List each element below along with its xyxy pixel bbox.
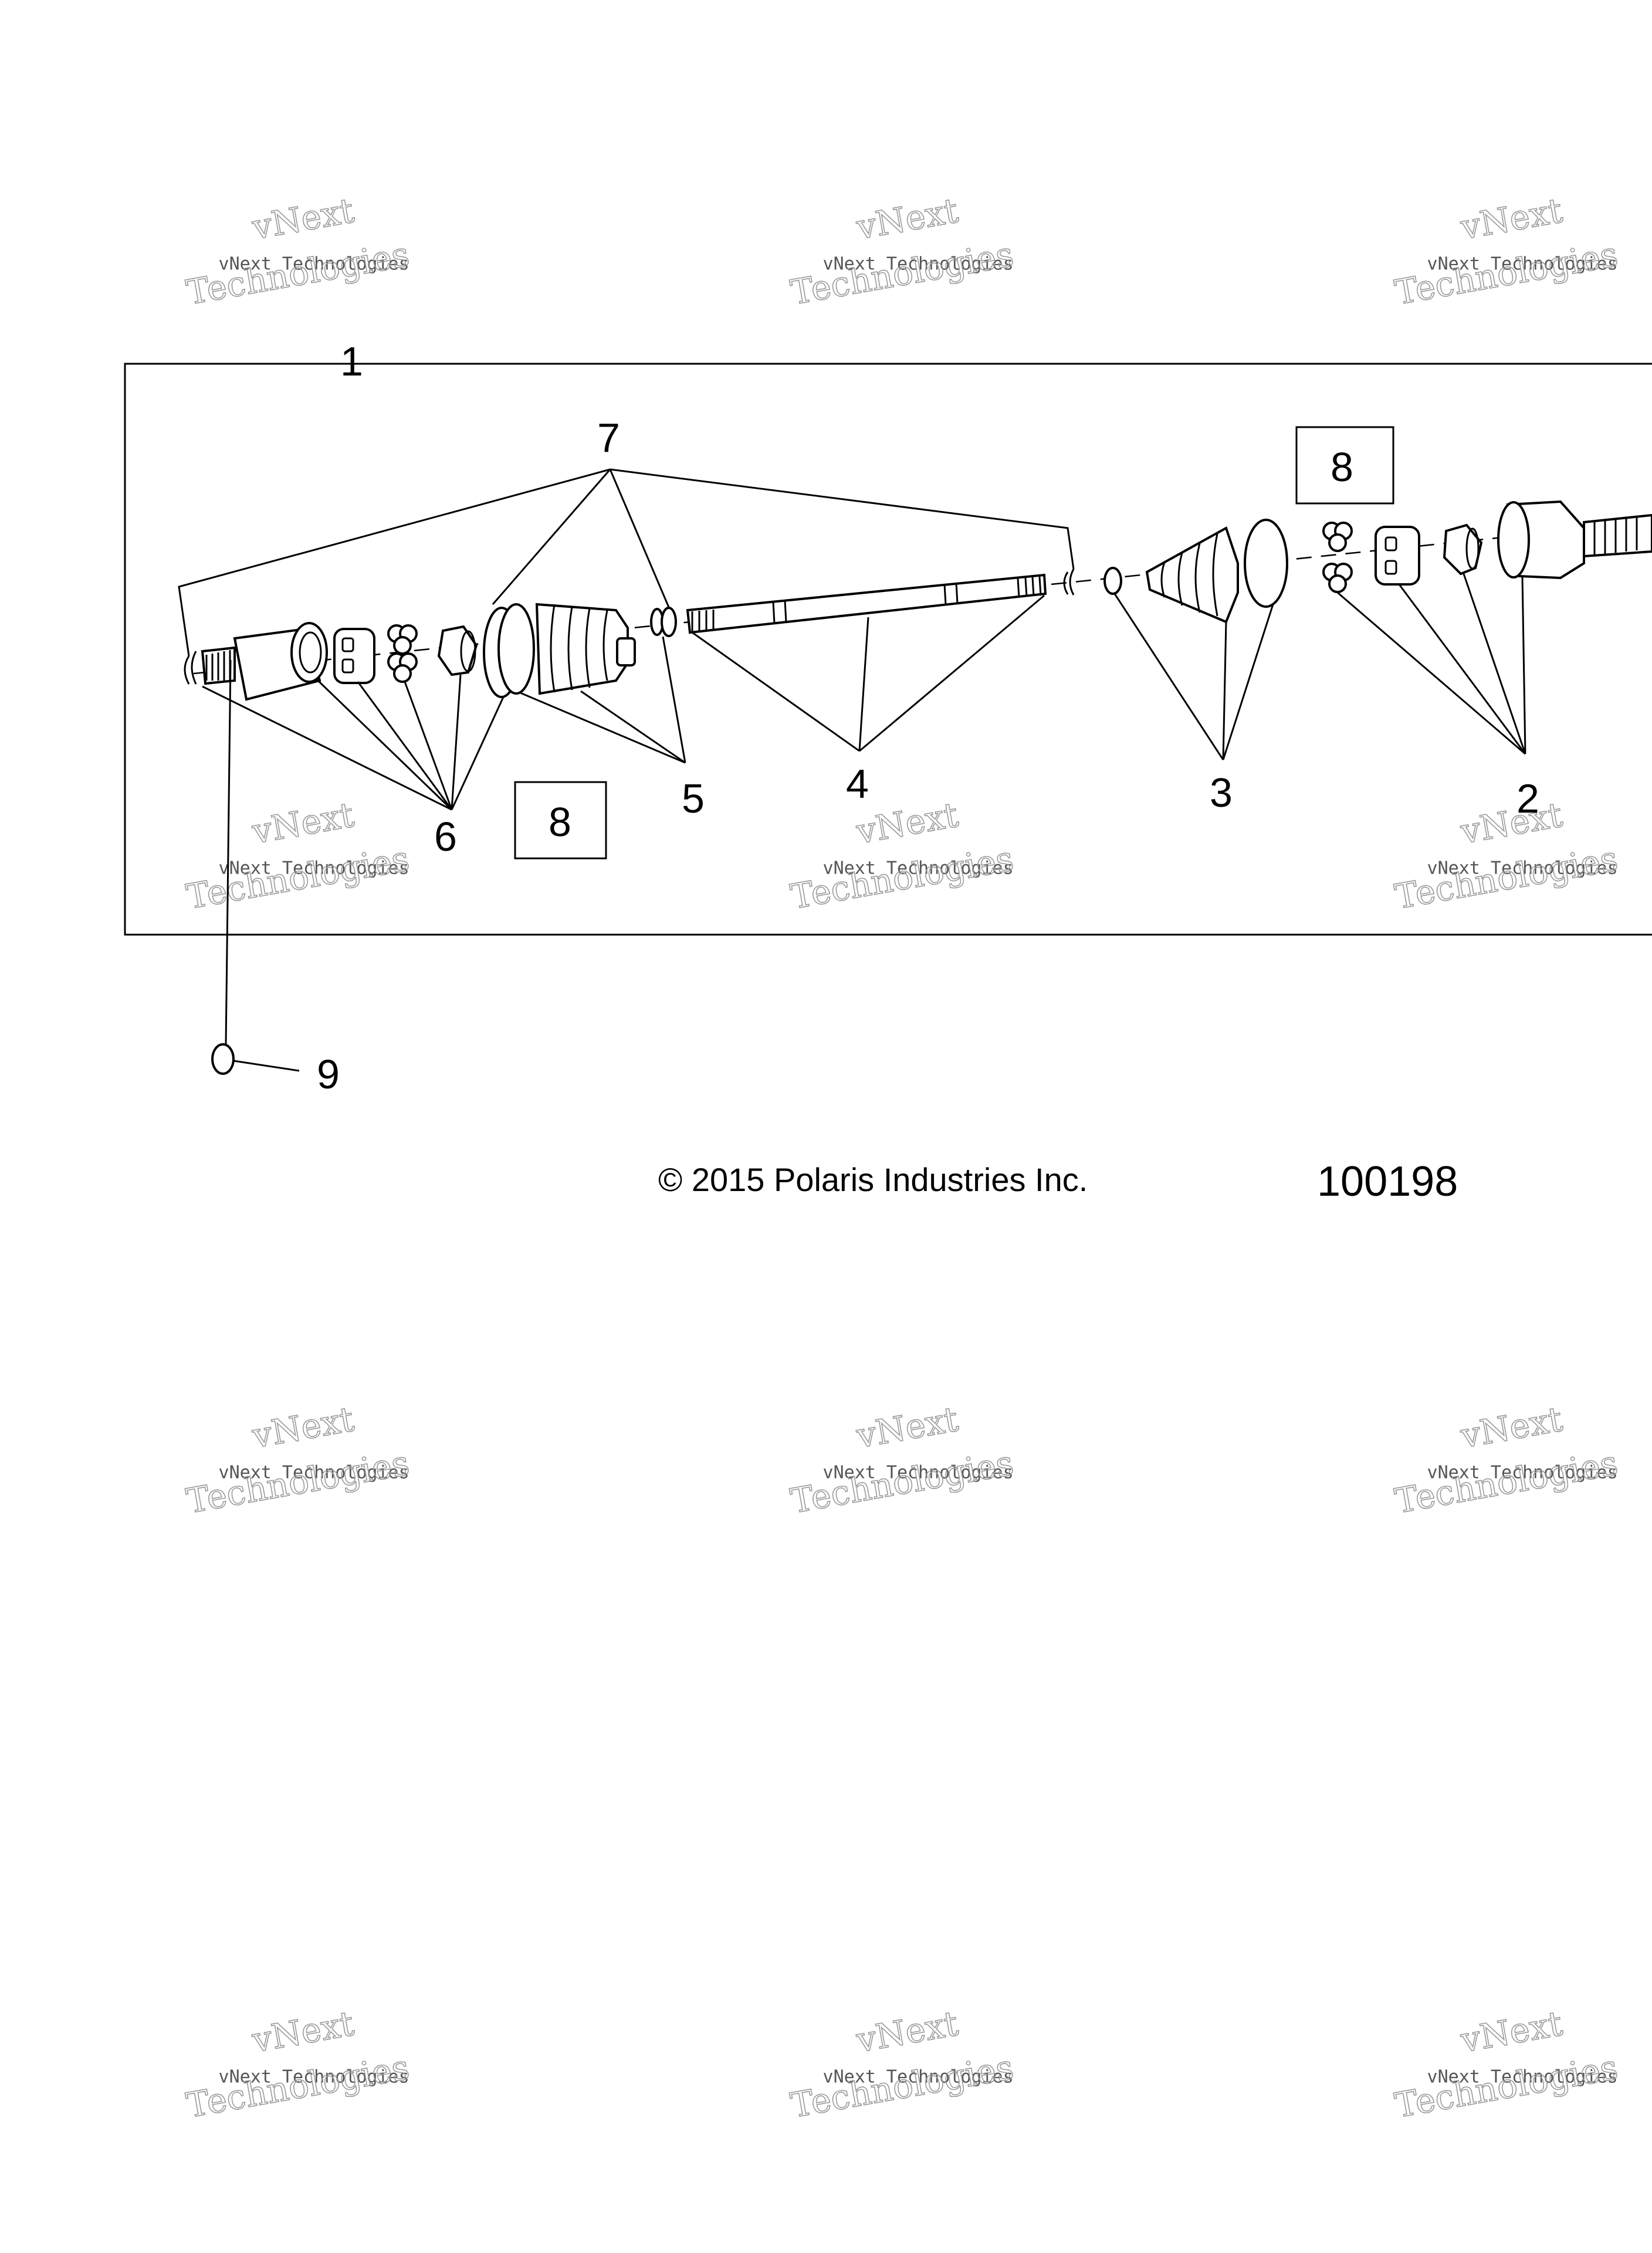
watermark-text-bottom: Technologies	[184, 234, 412, 313]
boot-clamp-inner-large-2	[497, 603, 535, 695]
bearing-balls-left	[387, 624, 418, 683]
watermark-text-middle: vNext Technologies	[1427, 1462, 1618, 1483]
callout-2: 2	[1516, 776, 1539, 821]
o-ring	[211, 1043, 235, 1075]
watermark-text-top: vNext	[853, 794, 961, 851]
callout-3: 3	[1210, 770, 1233, 816]
callout-1: 1	[340, 339, 363, 384]
assembly-frame	[124, 363, 1652, 936]
watermark-text-bottom: Technologies	[788, 838, 1017, 917]
watermark-text-top: vNext	[853, 2003, 961, 2060]
watermark-text-bottom: Technologies	[184, 838, 412, 917]
watermark-text-middle: vNext Technologies	[1427, 2066, 1618, 2087]
callout-5: 5	[682, 776, 705, 821]
circlip-right	[1063, 569, 1075, 596]
callout-9: 9	[317, 1051, 340, 1097]
watermark-text-middle: vNext Technologies	[219, 1462, 409, 1483]
callout-4: 4	[846, 761, 869, 807]
watermark-text-middle: vNext Technologies	[823, 858, 1014, 878]
watermark-text-middle: vNext Technologies	[219, 253, 409, 274]
figure-number: 100198	[1317, 1158, 1458, 1205]
watermark-text-middle: vNext Technologies	[823, 253, 1014, 274]
watermark-text-top: vNext	[249, 190, 357, 247]
watermark-text-middle: vNext Technologies	[219, 858, 409, 878]
watermark-text-top: vNext	[249, 1399, 357, 1456]
callout-8-bottom: 8	[549, 799, 571, 845]
axle-shaft	[686, 573, 1047, 634]
tripod-spider-left	[333, 628, 375, 684]
watermark-text-bottom: Technologies	[788, 234, 1017, 313]
watermark-text-middle: vNext Technologies	[1427, 253, 1618, 274]
boot-clamp-outer-small	[1103, 567, 1122, 595]
watermark-text-middle: vNext Technologies	[823, 2066, 1014, 2087]
bearing-balls-right	[1322, 522, 1353, 593]
watermark-text-top: vNext	[853, 190, 961, 247]
callout-7: 7	[597, 415, 620, 461]
watermark-text-top: vNext	[853, 1399, 961, 1456]
tripod-spider-right	[1375, 526, 1420, 586]
tripod-hub-right	[1443, 523, 1483, 576]
inner-cv-boot	[535, 603, 636, 695]
outer-cv-boot	[1145, 526, 1239, 624]
watermark-text-middle: vNext Technologies	[1427, 858, 1618, 878]
boot-clamp-inner-small-2	[661, 607, 677, 637]
outer-cv-housing	[1497, 500, 1652, 580]
callout-8-top: 8	[1331, 444, 1353, 490]
boot-clamp-outer-large	[1244, 519, 1288, 608]
watermark-text-bottom: Technologies	[1392, 838, 1621, 917]
watermark-text-bottom: Technologies	[788, 1443, 1017, 1521]
note-box-8-bottom	[514, 781, 607, 860]
watermark-text-bottom: Technologies	[1392, 234, 1621, 313]
watermark-text-top: vNext	[249, 794, 357, 851]
leader-lines	[178, 468, 1526, 1072]
watermark-text-bottom: Technologies	[184, 1443, 412, 1521]
copyright-notice: © 2015 Polaris Industries Inc.	[658, 1161, 1088, 1198]
watermark-text-top: vNext	[1457, 190, 1565, 247]
watermark-text-top: vNext	[1457, 794, 1565, 851]
watermark-text-bottom: Technologies	[1392, 1443, 1621, 1521]
watermark-text-top: vNext	[249, 2003, 357, 2060]
watermark-text-top: vNext	[1457, 2003, 1565, 2060]
circlip-left	[184, 651, 197, 685]
watermark-text-bottom: Technologies	[788, 2047, 1017, 2126]
inner-cv-housing	[201, 622, 328, 701]
watermark-text-bottom: Technologies	[1392, 2047, 1621, 2126]
watermark-text-bottom: Technologies	[184, 2047, 412, 2126]
watermark-text-middle: vNext Technologies	[219, 2066, 409, 2087]
callout-6: 6	[434, 814, 457, 860]
watermark-text-top: vNext	[1457, 1399, 1565, 1456]
watermark-text-middle: vNext Technologies	[823, 1462, 1014, 1483]
tripod-hub-left	[437, 625, 478, 676]
note-box-8-top	[1295, 426, 1394, 505]
